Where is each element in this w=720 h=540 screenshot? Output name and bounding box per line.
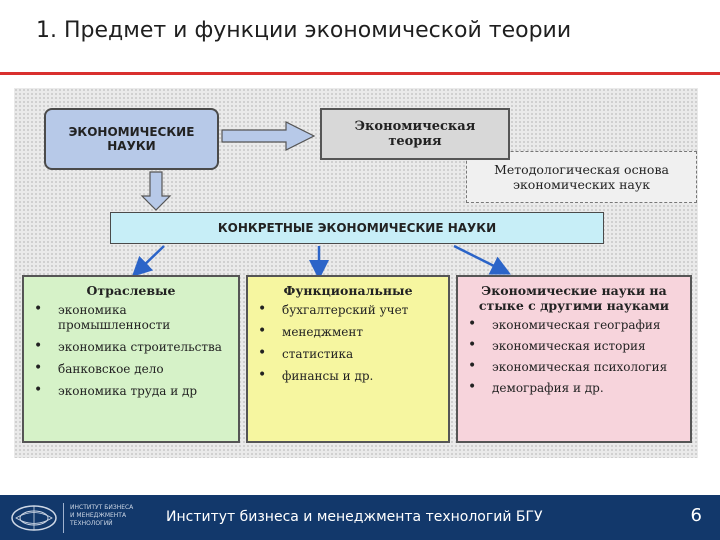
concrete-sciences-box: КОНКРЕТНЫЕ ЭКОНОМИЧЕСКИЕ НАУКИ xyxy=(110,212,604,244)
list-item: бухгалтерский учет xyxy=(254,302,442,318)
diagram: ЭКОНОМИЧЕСКИЕ НАУКИ Методологическая осн… xyxy=(14,88,698,458)
list-item: экономика труда и др xyxy=(30,383,232,399)
functional-sciences-box: Функциональные бухгалтерский учет менедж… xyxy=(246,275,450,443)
column-list: экономическая география экономическая ис… xyxy=(464,317,684,396)
list-item: экономика промышленности xyxy=(30,302,232,333)
diagram-arrows xyxy=(131,121,511,280)
methodological-basis-label: Методологическая основа экономических на… xyxy=(494,162,669,192)
arrow-to-interdisciplinary xyxy=(453,244,511,275)
slide-title: 1. Предмет и функции экономической теори… xyxy=(36,18,572,43)
methodological-basis-box: Методологическая основа экономических на… xyxy=(466,151,697,203)
column-heading: Функциональные xyxy=(283,283,413,298)
column-heading: Экономические науки на стыке с другими н… xyxy=(478,283,670,313)
list-item: демография и др. xyxy=(464,380,684,396)
economic-theory-box: Экономическая теория xyxy=(320,108,510,160)
column-list: экономика промышленности экономика строи… xyxy=(30,302,232,399)
list-item: экономическая история xyxy=(464,338,684,354)
arrow-to-sectoral xyxy=(131,245,165,277)
economic-theory-label: Экономическая теория xyxy=(354,119,476,149)
title-divider xyxy=(0,72,720,75)
sectoral-sciences-box: Отраслевые экономика промышленности экон… xyxy=(22,275,240,443)
interdisciplinary-sciences-box: Экономические науки на стыке с другими н… xyxy=(456,275,692,443)
institute-name: Институт бизнеса и менеджмента технологи… xyxy=(166,509,543,525)
arrow-to-concrete xyxy=(140,171,172,211)
list-item: экономическая география xyxy=(464,317,684,333)
list-item: банковское дело xyxy=(30,361,232,377)
economic-sciences-label: ЭКОНОМИЧЕСКИЕ НАУКИ xyxy=(68,125,195,153)
logo-text: ИНСТИТУТ БИЗНЕСА И МЕНЕДЖМЕНТА ТЕХНОЛОГИ… xyxy=(70,504,134,527)
economic-sciences-box: ЭКОНОМИЧЕСКИЕ НАУКИ xyxy=(44,108,219,170)
arrow-to-theory xyxy=(221,121,316,151)
footer-bar: ИНСТИТУТ БИЗНЕСА И МЕНЕДЖМЕНТА ТЕХНОЛОГИ… xyxy=(0,495,720,540)
concrete-sciences-label: КОНКРЕТНЫЕ ЭКОНОМИЧЕСКИЕ НАУКИ xyxy=(217,221,497,235)
institute-logo-icon xyxy=(11,505,57,531)
column-heading: Отраслевые xyxy=(86,283,176,298)
list-item: экономика строительства xyxy=(30,339,232,355)
list-item: менеджмент xyxy=(254,324,442,340)
list-item: экономическая психология xyxy=(464,359,684,375)
logo-divider xyxy=(63,503,64,533)
list-item: статистика xyxy=(254,346,442,362)
page-number: 6 xyxy=(690,505,702,526)
column-list: бухгалтерский учет менеджмент статистика… xyxy=(254,302,442,384)
list-item: финансы и др. xyxy=(254,368,442,384)
